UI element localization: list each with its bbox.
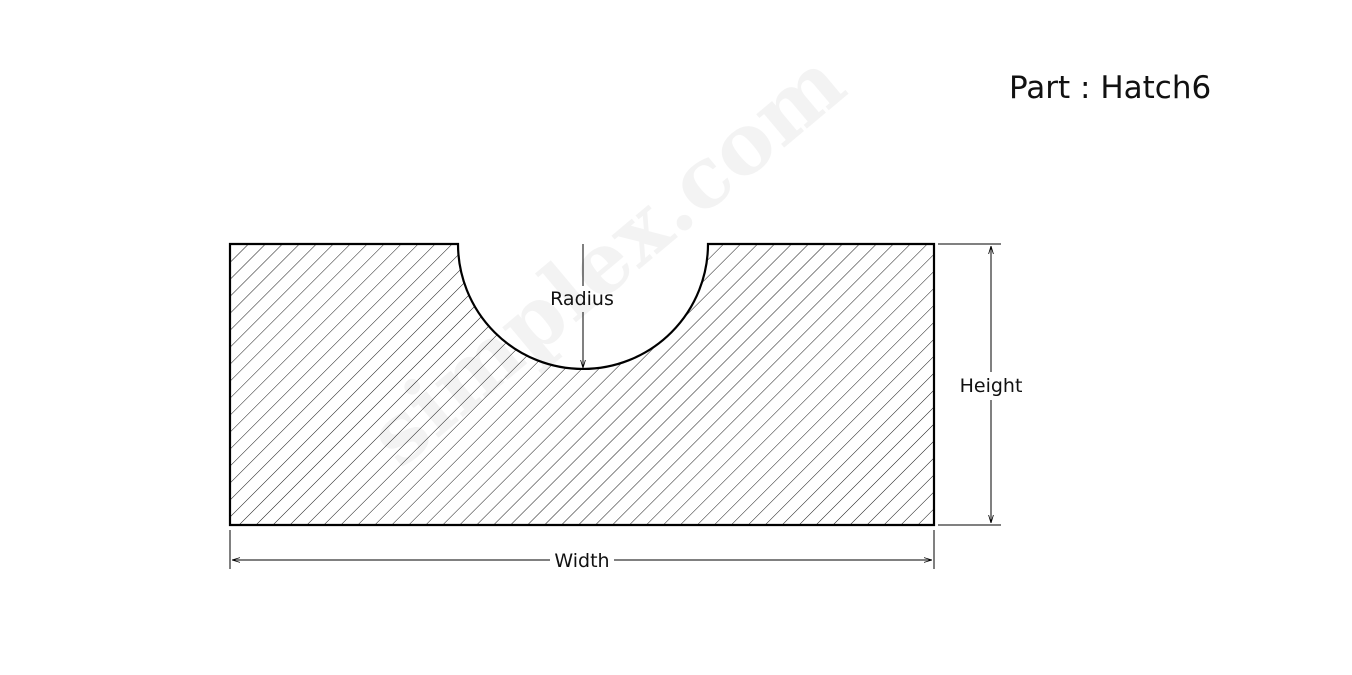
width-label: Width xyxy=(554,550,609,572)
height-label: Height xyxy=(960,375,1023,397)
radius-label: Radius xyxy=(550,288,614,310)
part-profile xyxy=(228,242,936,527)
part-title: Part : Hatch6 xyxy=(1009,70,1212,106)
